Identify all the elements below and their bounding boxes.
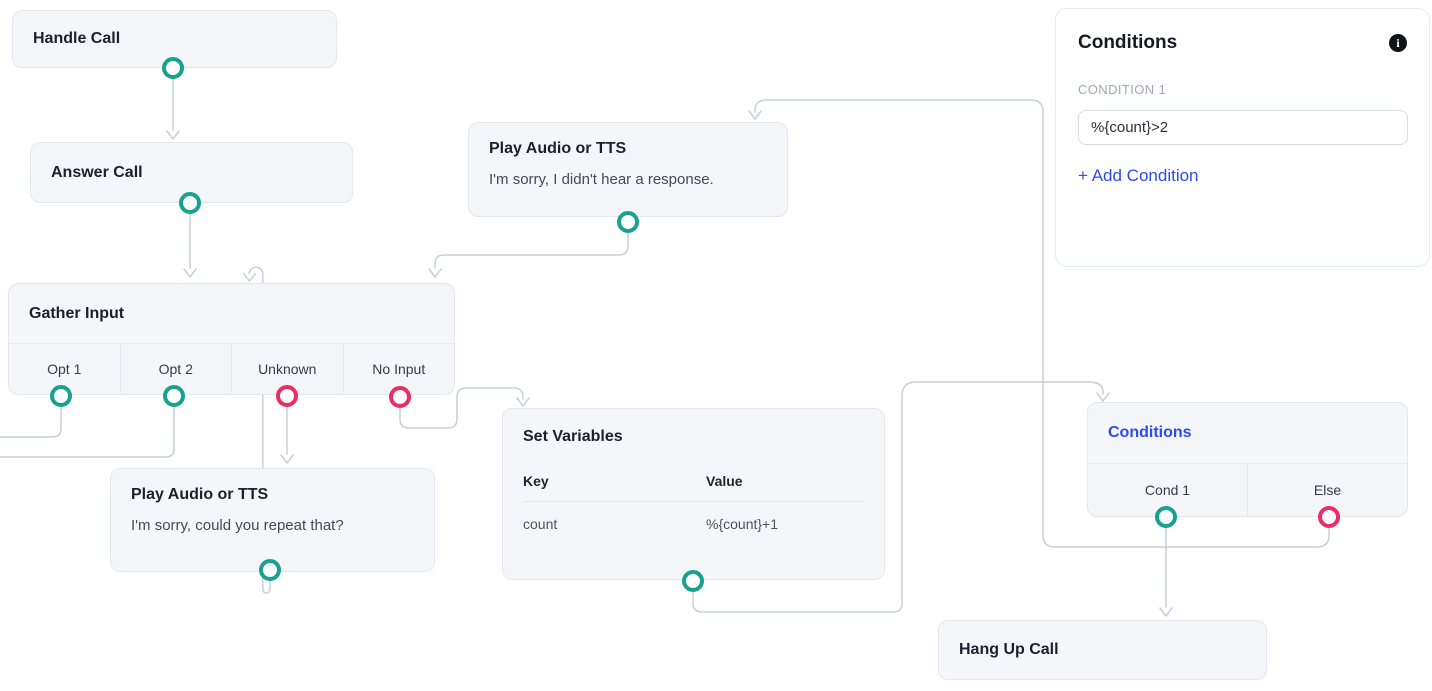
node-body-text: I'm sorry, could you repeat that?: [131, 517, 344, 534]
port-unknown[interactable]: [276, 385, 298, 407]
add-condition-button[interactable]: + Add Condition: [1078, 166, 1199, 185]
arrow-icon: [748, 110, 762, 120]
conditions-panel: Conditions i CONDITION 1 + Add Condition: [1055, 8, 1430, 267]
arrow-icon: [516, 397, 530, 407]
divider: [523, 501, 864, 502]
column-header-key: Key: [523, 473, 549, 489]
condition-label: CONDITION 1: [1078, 82, 1167, 97]
output-else[interactable]: Else: [1247, 464, 1407, 516]
arrow-icon: [183, 268, 197, 278]
output-opt-2[interactable]: Opt 2: [119, 344, 232, 394]
arrow-icon: [280, 454, 294, 464]
node-play-audio-top[interactable]: Play Audio or TTS I'm sorry, I didn't he…: [468, 122, 788, 217]
edge-opt1-offscreen: [0, 395, 62, 438]
variables-row: count %{count}+1: [523, 502, 864, 532]
node-header: Conditions: [1088, 403, 1407, 464]
edge-else-to-playtop: [754, 99, 1330, 548]
port-cond-1[interactable]: [1155, 506, 1177, 528]
edge-opt2-offscreen: [0, 395, 175, 458]
arrow-icon: [1159, 607, 1173, 617]
output-cond-1[interactable]: Cond 1: [1144, 482, 1191, 498]
output-opt-1[interactable]: Opt 1: [47, 361, 82, 377]
node-conditions[interactable]: Conditions Cond 1 Else: [1087, 402, 1408, 517]
edge-setvars-to-conditions: [692, 381, 1104, 613]
edge-noinput-to-setvars: [399, 387, 524, 429]
panel-title: Conditions: [1078, 32, 1178, 53]
condition-input[interactable]: [1078, 110, 1408, 145]
node-answer-call[interactable]: Answer Call: [30, 142, 353, 203]
edge-playbottom-loop-to-gather: [248, 266, 271, 594]
port-play-audio-top-out[interactable]: [617, 211, 639, 233]
port-opt-2[interactable]: [163, 385, 185, 407]
node-body-text: I'm sorry, I didn't hear a response.: [489, 171, 714, 188]
port-play-audio-bottom-out[interactable]: [259, 559, 281, 581]
output-row: Cond 1 Else: [1088, 464, 1407, 516]
variable-key: count: [523, 516, 558, 532]
node-title: Play Audio or TTS: [131, 486, 269, 503]
node-title: Answer Call: [51, 163, 143, 181]
output-unknown[interactable]: Unknown: [231, 344, 343, 394]
node-title: Hang Up Call: [959, 641, 1059, 658]
node-set-variables[interactable]: Set Variables Key Value count %{count}+1: [502, 408, 885, 580]
node-title: Play Audio or TTS: [489, 140, 627, 157]
edge-playtop-to-gather: [434, 221, 629, 269]
output-no-input[interactable]: No Input: [342, 344, 455, 394]
node-title: Gather Input: [29, 304, 125, 322]
variables-header-row: Key Value: [523, 446, 864, 489]
port-opt-1[interactable]: [50, 385, 72, 407]
port-else[interactable]: [1318, 506, 1340, 528]
arrow-icon: [242, 272, 257, 282]
node-title: Handle Call: [33, 30, 121, 47]
port-set-variables-out[interactable]: [682, 570, 704, 592]
variable-value: %{count}+1: [706, 516, 779, 532]
node-hang-up-call[interactable]: Hang Up Call: [938, 620, 1267, 680]
node-gather-input[interactable]: Gather Input Opt 1 Opt 2 Unknown No Inpu…: [8, 283, 455, 395]
node-header: Gather Input: [9, 284, 454, 344]
output-row: Opt 1 Opt 2 Unknown No Input: [9, 344, 454, 394]
arrow-icon: [428, 268, 442, 278]
info-icon[interactable]: i: [1389, 34, 1407, 52]
port-no-input[interactable]: [389, 386, 411, 408]
node-title: Set Variables: [523, 428, 623, 445]
port-answer-call-out[interactable]: [179, 192, 201, 214]
node-play-audio-bottom[interactable]: Play Audio or TTS I'm sorry, could you r…: [110, 468, 435, 572]
port-handle-call-out[interactable]: [162, 57, 184, 79]
node-title: Conditions: [1108, 424, 1192, 441]
arrow-icon: [166, 130, 180, 140]
column-header-value: Value: [706, 473, 743, 489]
arrow-icon: [1096, 392, 1110, 402]
